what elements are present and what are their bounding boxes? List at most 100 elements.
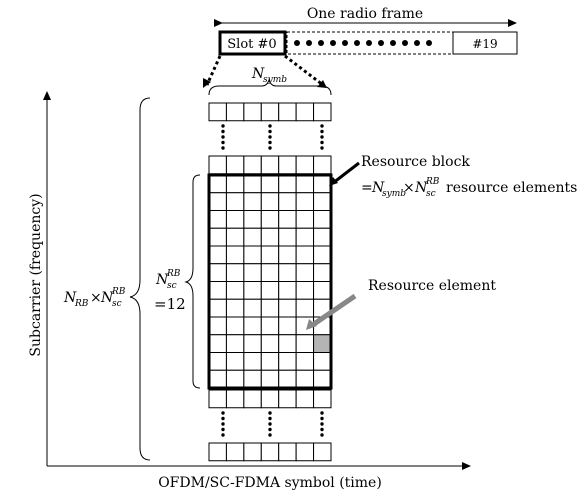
slot-dot [294,40,300,46]
resource-element-cell [243,245,262,265]
resource-element-cell [225,281,245,300]
n-rb-label: N RB × N RB sc [63,287,126,309]
ellipsis-dot [320,146,324,150]
resource-element-cell [243,442,262,462]
resource-element-cell [208,298,227,318]
resource-element-cell [208,334,227,353]
resource-element-cell [243,298,262,318]
y-axis-label: Subcarrier (frequency) [28,193,44,356]
resource-element-pointer [312,293,357,327]
svg-text:=12: =12 [154,295,186,313]
resource-element-cell [208,352,227,371]
resource-element-cell [260,281,280,300]
resource-element-cell [260,210,280,229]
svg-text:sc: sc [426,189,436,199]
resource-element-cell [295,245,315,265]
grid-lower-row [208,389,332,409]
svg-text:N: N [63,290,77,306]
resource-element-cell [295,192,315,211]
resource-element-cell [243,192,262,211]
resource-element-cell [313,281,332,300]
svg-text:×: × [403,180,415,196]
resource-element-cell [243,369,262,389]
resource-element-cell [313,102,332,122]
ellipsis-dot [320,129,324,134]
resource-element-cell [208,210,227,229]
resource-element-cell [313,245,332,265]
resource-element-cell [295,102,315,122]
ellipsis-dot [320,135,324,139]
ellipsis-dot [221,140,225,145]
resource-element-cell [208,192,227,211]
resource-element-cell [225,192,245,211]
n-sc-label: N RB sc =12 [154,269,186,313]
resource-element-cell [260,192,280,211]
svg-text:N: N [251,66,265,82]
slot-19-box [452,31,518,55]
n-rb-brace [129,97,151,461]
svg-text:symb: symb [263,75,287,85]
svg-text:RB: RB [166,269,181,279]
ellipsis-dot [221,411,225,415]
slot-dot [342,40,348,46]
resource-element-cell [278,227,297,247]
resource-element-cell [313,192,332,211]
resource-element-cell [260,352,280,371]
resource-element-cell [225,369,245,389]
resource-element-cell [278,155,297,175]
ellipsis-dot [268,129,272,134]
svg-text:sc: sc [167,281,177,291]
ellipsis-dot [268,427,272,432]
zoom-arrow-left [205,55,222,86]
slot-dot [426,40,432,46]
resource-element-cell [278,192,297,211]
ellipsis-dot [221,416,225,421]
resource-element-cell [260,102,280,122]
resource-element-cell [295,227,315,247]
resource-element-cell [313,369,332,389]
resource-element-cell [295,369,315,389]
grid-ellipsis-dots [221,124,324,437]
slot-dot [414,40,420,46]
resource-element-cell [278,442,297,462]
zoom-arrowhead-left [203,78,211,88]
resource-element-cell [278,334,297,353]
resource-element-cell [313,155,332,175]
slot-dot [354,40,360,46]
svg-text:sc: sc [112,299,122,309]
ellipsis-dot [221,433,225,437]
resource-element-cell [225,263,245,282]
resource-element-cell [313,227,332,247]
svg-text:N: N [414,180,428,196]
resource-element-cell [225,245,245,265]
ellipsis-dot [268,135,272,139]
ellipsis-dot [320,140,324,145]
resource-element-cell [243,334,262,353]
resource-element-cell [243,389,262,409]
ellipsis-dot [320,422,324,426]
resource-element-cell [278,352,297,371]
resource-element-cell [313,352,332,371]
resource-element-cell [243,102,262,122]
resource-element-cell [278,389,297,409]
resource-element-cell [260,174,280,194]
svg-text:resource elements: resource elements [446,180,577,196]
resource-element-cell [243,174,262,194]
radio-frame: One radio frame Slot #0 #19 [214,6,518,56]
ellipsis-dot [268,416,272,421]
slot-dot [366,40,372,46]
slot-19-label: #19 [472,37,497,51]
resource-element-cell [278,245,297,265]
ellipsis-dot [268,146,272,150]
resource-element-cell [260,263,280,282]
resource-element-cell [243,227,262,247]
resource-element-cell [278,263,297,282]
svg-text:symb: symb [382,189,406,199]
resource-element-cell [260,442,280,462]
resource-element-cell [313,174,332,194]
ellipsis-dot [320,427,324,432]
ellipsis-dot [320,124,324,128]
svg-text:=: = [361,180,373,196]
